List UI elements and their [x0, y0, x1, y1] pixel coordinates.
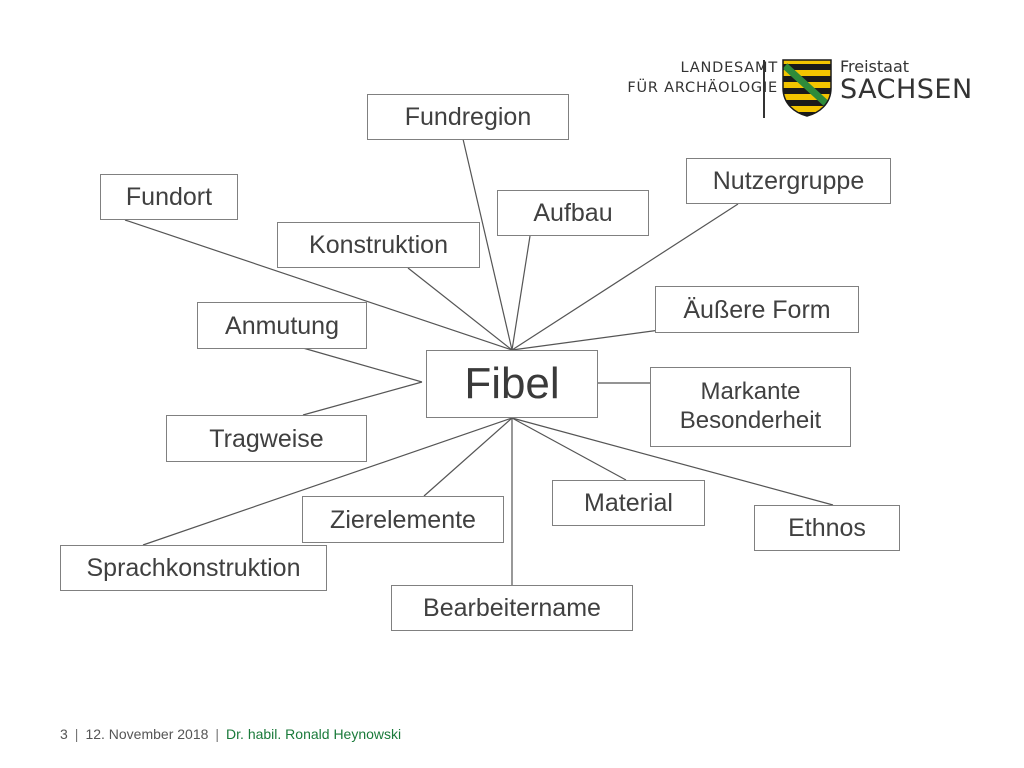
connector-material [511, 417, 627, 481]
node-nutzergruppe: Nutzergruppe [686, 158, 891, 204]
node-zierelemente: Zierelemente [302, 496, 504, 543]
node-markante-besonderheit: Markante Besonderheit [650, 367, 851, 447]
logo-divider [763, 60, 765, 118]
node-sprachkonstruktion: Sprachkonstruktion [60, 545, 327, 591]
connector-ethnos [511, 417, 834, 506]
connector-aeussere-form [511, 329, 661, 351]
node-material: Material [552, 480, 705, 526]
header-logos: LANDESAMT FÜR ARCHÄOLOGIE Freistaat SACH… [600, 52, 980, 122]
connector-fundregion [462, 138, 513, 351]
footer-separator: | [215, 726, 220, 742]
node-fundort: Fundort [100, 174, 238, 220]
node-konstruktion: Konstruktion [277, 222, 480, 268]
node-fundregion: Fundregion [367, 94, 569, 140]
connector-anmutung [302, 347, 423, 383]
connector-konstruktion [407, 267, 513, 351]
node-aufbau: Aufbau [497, 190, 649, 236]
connector-nutzergruppe [511, 203, 739, 351]
footer-separator: | [74, 726, 79, 742]
sachsen-line1: Freistaat [840, 57, 910, 76]
landesamt-line1: LANDESAMT [680, 60, 778, 76]
footer-date: 12. November 2018 [85, 726, 209, 742]
node-fibel-center: Fibel [426, 350, 598, 418]
node-aeussere-form: Äußere Form [655, 286, 859, 333]
markante-line2: Besonderheit [679, 407, 822, 434]
node-ethnos: Ethnos [754, 505, 900, 551]
connector-fundort [124, 219, 513, 351]
saxony-coat-of-arms-icon [782, 59, 832, 117]
footer-page-number: 3 [60, 726, 68, 742]
sachsen-line2: SACHSEN [840, 74, 973, 105]
sachsen-logo-text: Freistaat SACHSEN [840, 58, 973, 104]
markante-line1: Markante [700, 378, 801, 406]
connector-aufbau [511, 235, 531, 351]
landesamt-line2: FÜR ARCHÄOLOGIE [627, 80, 778, 96]
connector-tragweise [302, 381, 423, 416]
connector-zierelemente [423, 417, 513, 497]
node-bearbeitername: Bearbeitername [391, 585, 633, 631]
connector-sprachkonstruktion [142, 417, 513, 546]
footer-author: Dr. habil. Ronald Heynowski [226, 726, 402, 742]
landesamt-logo-text: LANDESAMT FÜR ARCHÄOLOGIE [608, 58, 778, 98]
footer: 3 | 12. November 2018 | Dr. habil. Ronald He… [60, 726, 401, 742]
node-tragweise: Tragweise [166, 415, 367, 462]
node-anmutung: Anmutung [197, 302, 367, 349]
